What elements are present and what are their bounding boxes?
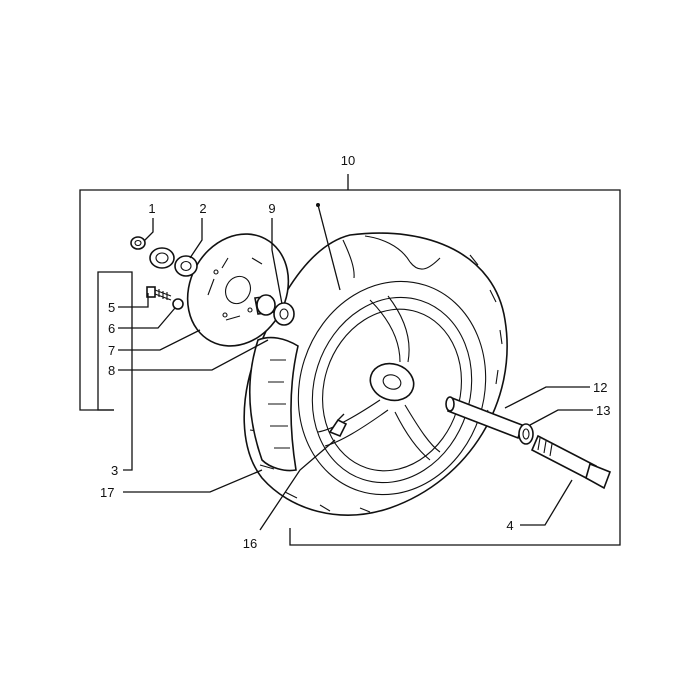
callout-7: 7 <box>108 343 115 358</box>
callout-13: 13 <box>596 403 610 418</box>
bearing-13 <box>518 423 534 445</box>
callout-3: 3 <box>111 463 118 478</box>
nut-1 <box>130 236 146 250</box>
callout-5: 5 <box>108 300 115 315</box>
valve-stem <box>328 418 348 438</box>
callout-10: 10 <box>341 153 355 168</box>
brake-disc <box>186 233 290 347</box>
callout-12: 12 <box>593 380 607 395</box>
wheel-assembly <box>243 232 508 516</box>
callout-1: 1 <box>148 201 155 216</box>
spoke-lower-right <box>394 404 441 461</box>
bearing-9 <box>273 302 295 326</box>
callout-16: 16 <box>243 536 257 551</box>
spacer-hub <box>254 294 276 316</box>
spoke-upper <box>369 295 410 363</box>
washer-6 <box>172 298 184 310</box>
callout-2: 2 <box>199 201 206 216</box>
wheel-hub <box>369 362 415 402</box>
assembly-bracket <box>79 174 621 546</box>
callout-8: 8 <box>108 363 115 378</box>
spacer-12 <box>445 396 523 440</box>
callout-9: 9 <box>268 201 275 216</box>
bearing-left <box>149 247 175 269</box>
seal-2 <box>174 255 198 277</box>
callout-6: 6 <box>108 321 115 336</box>
callout-17: 17 <box>100 485 114 500</box>
axle-4 <box>530 434 612 490</box>
screw-5 <box>146 286 172 301</box>
callout-4: 4 <box>506 518 513 533</box>
leader-lines <box>97 203 593 531</box>
